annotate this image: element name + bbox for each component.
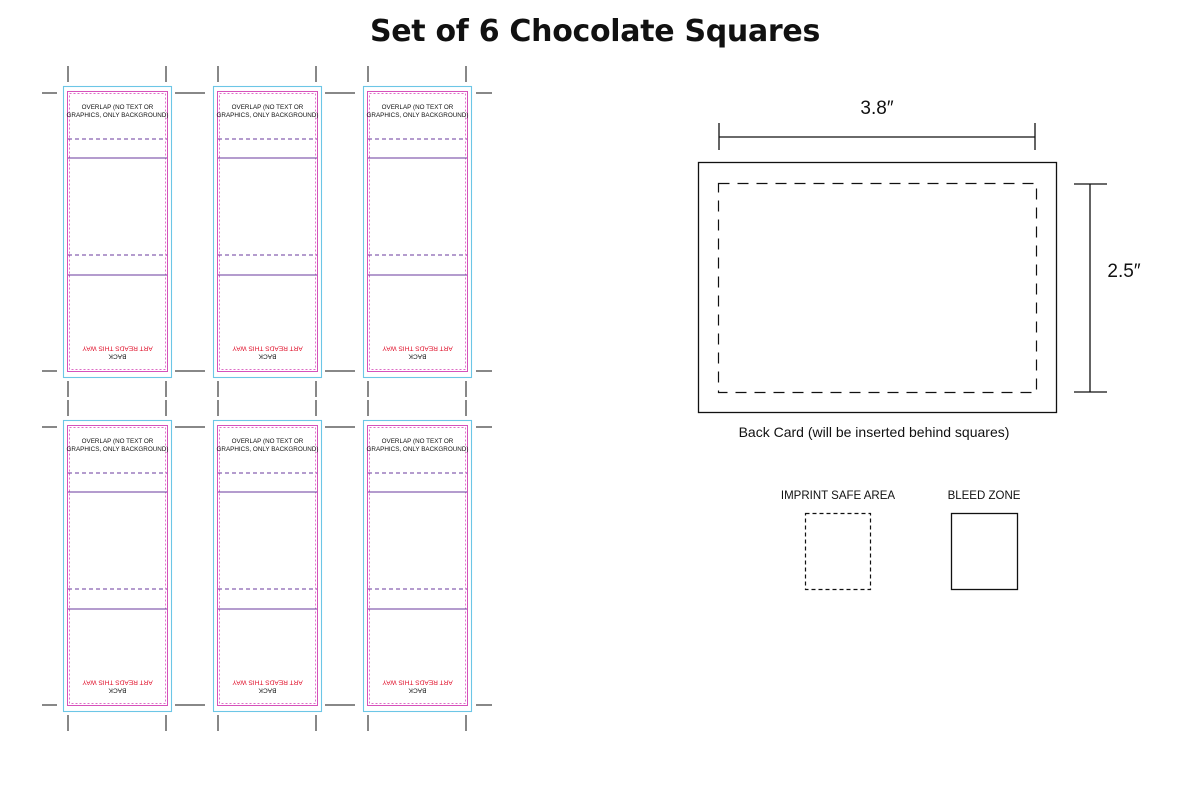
back-note: BACK: [408, 686, 427, 693]
back-note: BACK: [258, 686, 277, 693]
bleed-outline: [362, 85, 473, 379]
overlap-note: OVERLAP (NO TEXT OR: [232, 438, 304, 445]
overlap-note: OVERLAP (NO TEXT OR: [382, 438, 454, 445]
safe-outline: [369, 93, 466, 370]
safe-outline: [69, 93, 166, 370]
back-card-safe-area: [717, 182, 1038, 394]
art-direction-note: ART READS THIS WAY: [82, 344, 153, 351]
art-direction-note: ART READS THIS WAY: [232, 678, 303, 685]
overlap-note: OVERLAP (NO TEXT OR: [382, 104, 454, 111]
imprint-safe-area-swatch: [804, 512, 872, 591]
page-title: Set of 6 Chocolate Squares: [369, 14, 821, 49]
trim-outline: [67, 425, 168, 706]
overlap-note: GRAPHICS, ONLY BACKGROUND): [217, 112, 319, 119]
trim-outline: [367, 91, 468, 372]
overlap-note: OVERLAP (NO TEXT OR: [232, 104, 304, 111]
bleed-zone-swatch: [950, 512, 1019, 591]
overlap-note: GRAPHICS, ONLY BACKGROUND): [217, 446, 319, 453]
back-note: BACK: [108, 686, 127, 693]
back-card-bleed: [697, 161, 1058, 414]
height-label: 2.5″: [1107, 261, 1140, 282]
bleed-outline: [62, 419, 173, 713]
art-direction-note: ART READS THIS WAY: [382, 678, 453, 685]
bleed-zone-label: BLEED ZONE: [948, 490, 1021, 502]
bleed-outline: [62, 85, 173, 379]
art-direction-note: ART READS THIS WAY: [232, 344, 303, 351]
back-note: BACK: [258, 352, 277, 359]
safe-outline: [219, 427, 316, 704]
trim-outline: [367, 425, 468, 706]
art-direction-note: ART READS THIS WAY: [382, 344, 453, 351]
back-card-diagram: 3.8″ 2.5″ Back Card (will be inserted be…: [697, 98, 1141, 440]
safe-outline: [369, 427, 466, 704]
trim-outline: [67, 91, 168, 372]
overlap-note: GRAPHICS, ONLY BACKGROUND): [367, 112, 469, 119]
legend: IMPRINT SAFE AREA BLEED ZONE: [781, 490, 1021, 591]
overlap-note: GRAPHICS, ONLY BACKGROUND): [67, 112, 169, 119]
bleed-outline: [212, 85, 323, 379]
back-note: BACK: [108, 352, 127, 359]
overlap-note: GRAPHICS, ONLY BACKGROUND): [67, 446, 169, 453]
bleed-outline: [362, 419, 473, 713]
art-direction-note: ART READS THIS WAY: [82, 678, 153, 685]
back-note: BACK: [408, 352, 427, 359]
overlap-note: OVERLAP (NO TEXT OR: [82, 438, 154, 445]
width-label: 3.8″: [860, 98, 893, 119]
overlap-note: GRAPHICS, ONLY BACKGROUND): [367, 446, 469, 453]
safe-outline: [219, 93, 316, 370]
overlap-note: OVERLAP (NO TEXT OR: [82, 104, 154, 111]
back-card-caption: Back Card (will be inserted behind squar…: [739, 424, 1010, 440]
bleed-outline: [212, 419, 323, 713]
safe-outline: [69, 427, 166, 704]
trim-outline: [217, 425, 318, 706]
imprint-safe-area-label: IMPRINT SAFE AREA: [781, 490, 896, 502]
trim-outline: [217, 91, 318, 372]
